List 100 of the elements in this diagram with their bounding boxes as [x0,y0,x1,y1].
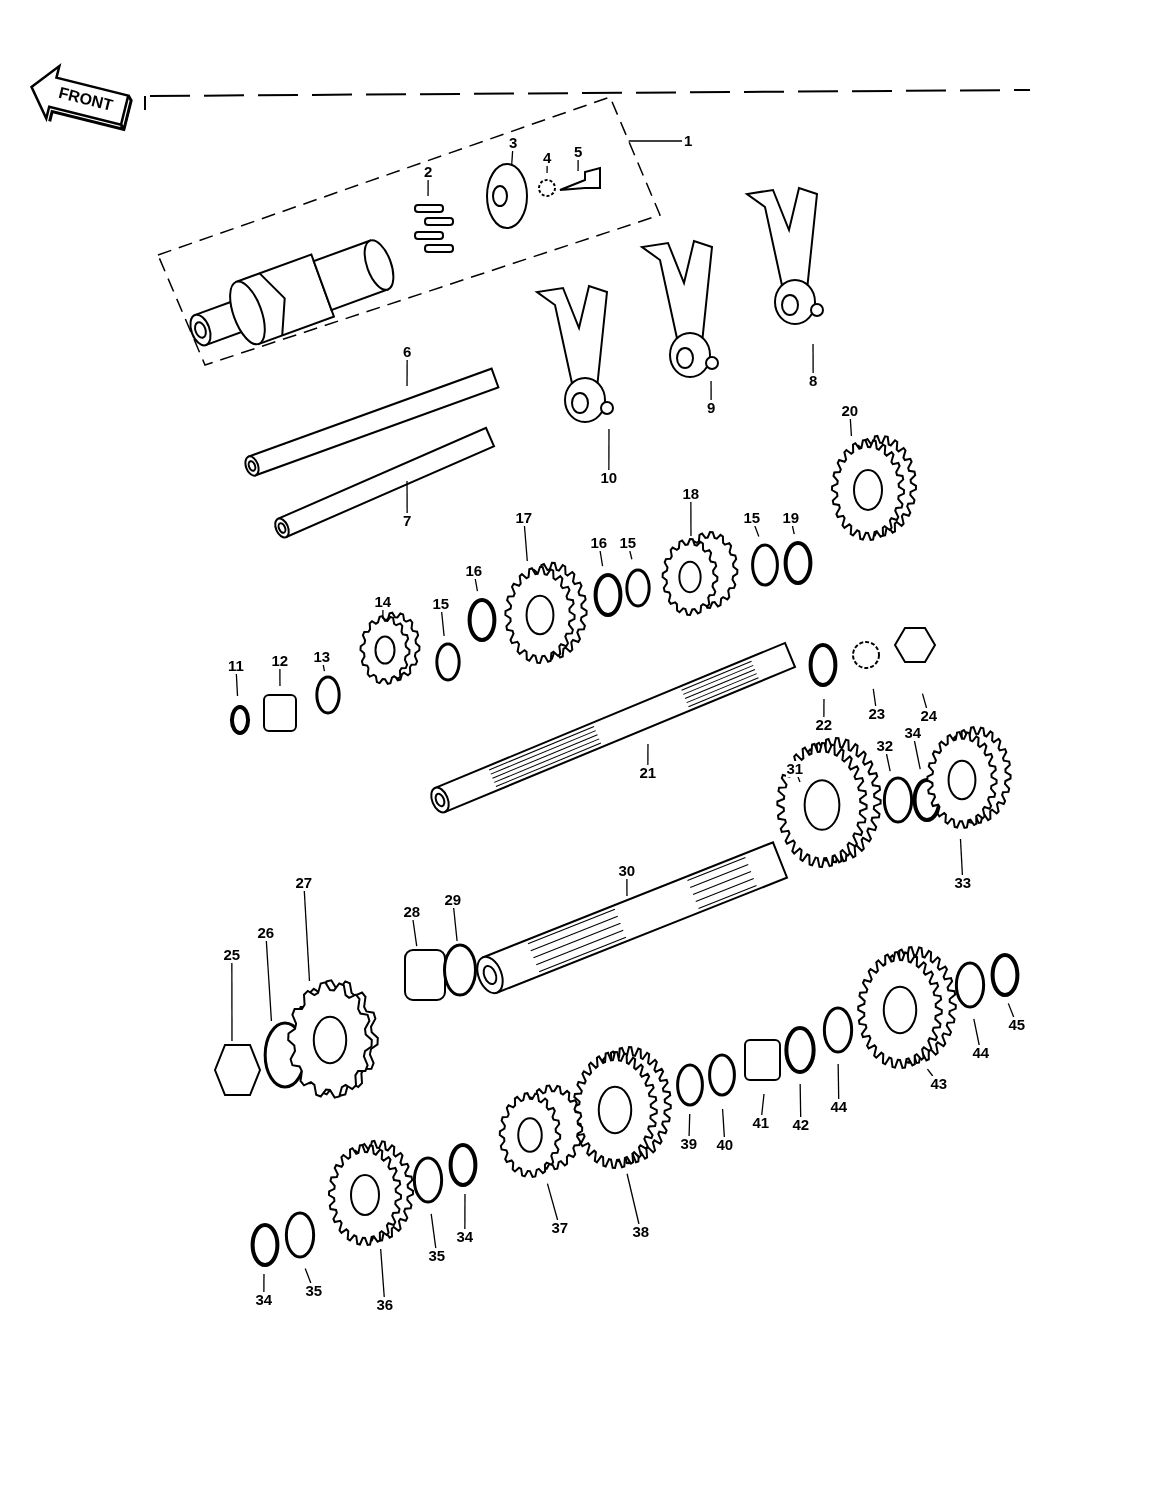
leader-line [235,673,239,697]
callout-number: 44 [971,1045,991,1061]
leader-line [626,878,628,897]
callout-number: 18 [681,486,701,502]
leader-line [608,428,610,471]
leader-line [546,165,548,174]
leader-line [629,550,633,560]
callout-number: 27 [294,875,314,891]
callout-number: 15 [431,596,451,612]
leader-line [510,150,514,167]
callout-number: 38 [631,1224,651,1240]
callout-number: 34 [903,725,923,741]
callout-number: 5 [573,144,584,160]
callout-number: 35 [427,1248,447,1264]
callout-number: 34 [455,1229,475,1245]
callout-number: 43 [929,1076,949,1092]
leader-line [849,418,853,437]
leader-line [791,525,795,535]
callout-number: 22 [814,717,834,733]
leader-line [797,776,801,783]
leader-line [231,962,233,1042]
leader-line [523,525,528,562]
arrow-label: FRONT [56,83,115,115]
callout-number: 41 [751,1115,771,1131]
callout-number: 31 [785,761,805,777]
leader-line [872,688,877,707]
leader-line [265,940,273,1022]
leader-line [823,698,825,718]
callout-number: 15 [742,510,762,526]
leader-line [688,1113,691,1137]
callout-number: 26 [256,925,276,941]
leader-line [382,609,384,620]
leader-line [303,890,311,982]
callout-number: 15 [618,535,638,551]
callout-number: 45 [1007,1017,1027,1033]
leader-line [380,1248,385,1298]
leader-line [812,343,814,374]
leader-line [837,1063,840,1100]
leader-line [973,1018,980,1046]
leader-line [304,1267,312,1284]
callout-number: 2 [423,164,434,180]
leader-line [263,1273,265,1293]
callout-number: 24 [919,708,939,724]
callout-number: 34 [254,1292,274,1308]
leader-line [921,693,928,709]
leader-line [406,480,408,514]
callout-number: 4 [542,150,553,166]
leader-line [474,578,479,592]
leader-line [754,525,760,538]
callout-number: 32 [875,738,895,754]
callout-number: 8 [808,373,819,389]
leader-line [599,550,604,567]
callout-number: 3 [508,135,519,151]
callout-number: 1 [683,133,694,149]
leader-line [322,664,326,672]
callout-number: 12 [270,653,290,669]
leader-line [913,740,921,770]
leader-line [441,611,445,637]
leader-line [710,380,712,401]
callout-number: 25 [222,947,242,963]
callout-number: 10 [599,470,619,486]
callout-number: 17 [514,510,534,526]
leader-line [690,501,692,537]
leader-line [1007,1002,1015,1018]
leader-line [464,1193,466,1230]
leader-line [799,1083,802,1118]
leader-line [430,1213,437,1249]
callout-number: 16 [589,535,609,551]
leader-line [412,919,418,947]
callout-number: 29 [443,892,463,908]
callout-number: 37 [550,1220,570,1236]
callout-number: 20 [840,403,860,419]
callout-number: 39 [679,1136,699,1152]
leader-line [885,753,891,772]
leader-line [453,907,458,942]
leader-line [427,179,429,197]
callout-number: 14 [373,594,393,610]
callout-number: 6 [402,344,413,360]
leader-line [959,838,964,876]
leader-line [628,140,683,142]
callout-number: 40 [715,1137,735,1153]
leader-line [761,1093,765,1116]
leader-line [577,159,579,172]
leader-line [647,743,649,766]
leader-line [626,1173,640,1225]
leader-line [926,1068,934,1077]
callout-number: 23 [867,706,887,722]
callout-number: 7 [402,513,413,529]
callout-number: 42 [791,1117,811,1133]
callout-number: 36 [375,1297,395,1313]
leader-line [279,668,281,687]
leader-line [721,1108,725,1138]
callout-number: 19 [781,510,801,526]
callout-number: 30 [617,863,637,879]
callout-number: 9 [706,400,717,416]
callout-number: 35 [304,1283,324,1299]
callout-number: 44 [829,1099,849,1115]
leader-line [546,1183,559,1221]
callout-number: 28 [402,904,422,920]
callout-number: 11 [227,658,245,674]
